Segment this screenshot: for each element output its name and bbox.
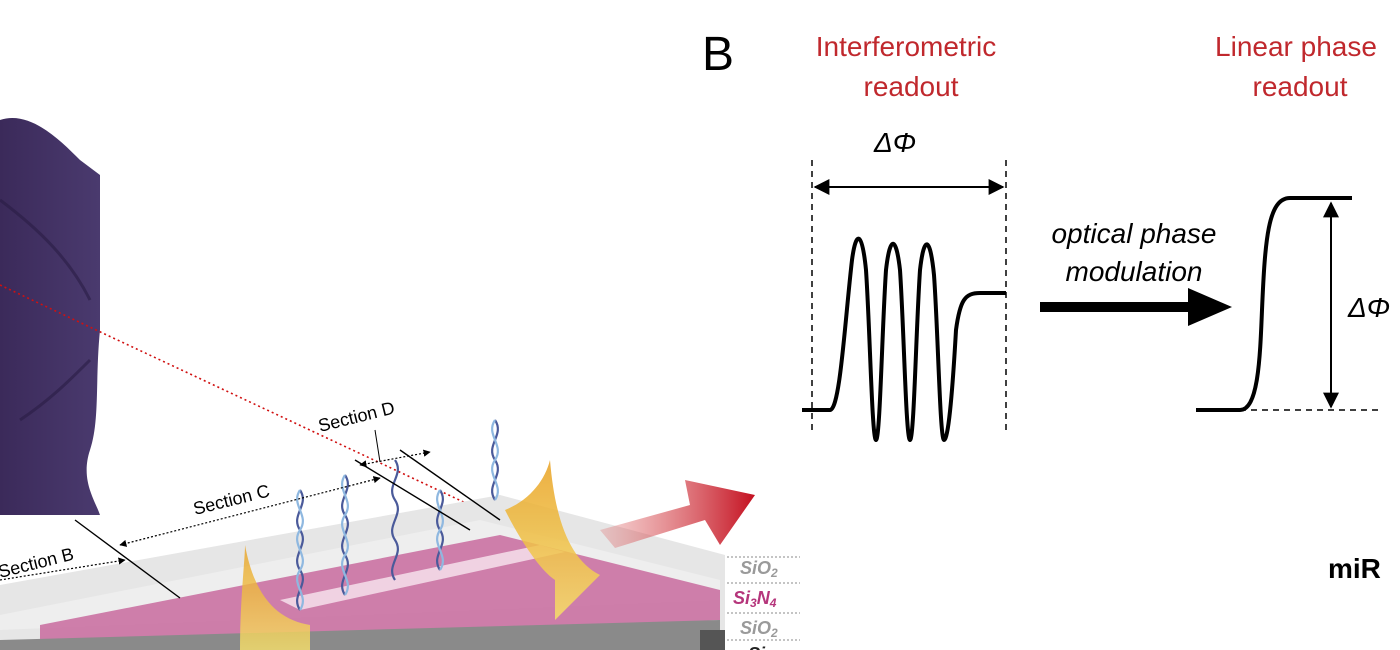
section-d-label: Section D	[316, 398, 397, 436]
panel-a: Section B Section C Section D SiO2 Si3N4…	[0, 118, 800, 650]
arrow-label-line2: modulation	[1066, 256, 1203, 287]
panel-b: B Interferometric readout Linear phase r…	[702, 28, 1390, 584]
right-title-line2: readout	[1253, 71, 1348, 102]
right-title-line1: Linear phase	[1215, 31, 1377, 62]
section-c-label: Section C	[191, 481, 272, 519]
delta-phi-left-label: ΔΦ	[873, 127, 916, 158]
output-light-arrow	[600, 480, 755, 548]
layer-label-sio2-top: SiO2	[740, 558, 778, 580]
delta-phi-right-label: ΔΦ	[1347, 292, 1390, 323]
layer-labels: SiO2 Si3N4 SiO2 Si	[727, 556, 800, 650]
oscillation-curve	[802, 236, 1006, 442]
linear-phase-signal: ΔΦ	[1196, 196, 1390, 412]
laser-line	[0, 284, 471, 506]
left-title-line2: readout	[864, 71, 959, 102]
panel-letter: B	[702, 28, 734, 81]
gloved-hand-photo	[0, 118, 100, 515]
cut-off-label: miR	[1328, 553, 1381, 584]
layer-label-sio2-bottom: SiO2	[740, 618, 778, 640]
left-title-line1: Interferometric	[816, 31, 997, 62]
evanescent-wave	[505, 460, 600, 620]
layer-label-si: Si	[748, 644, 766, 650]
interferometric-signal: ΔΦ	[802, 127, 1007, 442]
section-markers	[0, 429, 501, 599]
layer-label-si3n4: Si3N4	[733, 588, 777, 610]
arrow-label-line1: optical phase	[1051, 218, 1216, 249]
step-curve	[1196, 196, 1352, 412]
modulation-arrow	[1040, 288, 1232, 326]
